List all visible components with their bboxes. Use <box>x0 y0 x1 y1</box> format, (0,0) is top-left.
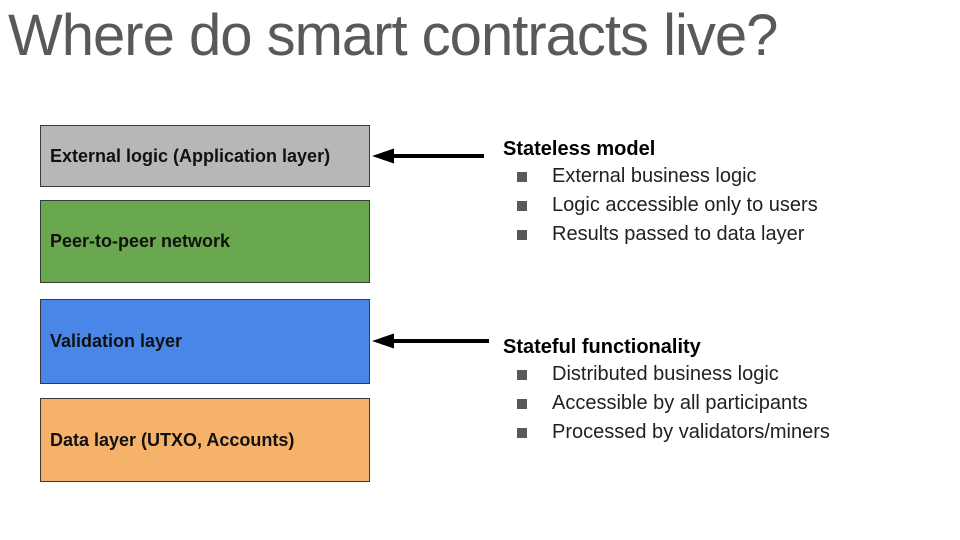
list-item: Results passed to data layer <box>503 220 923 249</box>
layer-box-external-logic: External logic (Application layer) <box>40 125 370 187</box>
arrow-stateful-to-validation-layer-icon <box>372 333 489 349</box>
layer-label-peer-to-peer-network: Peer-to-peer network <box>50 231 231 251</box>
bullet-text: External business logic <box>552 165 757 187</box>
slide-title: Where do smart contracts live? <box>8 3 778 68</box>
layer-label-validation-layer: Validation layer <box>50 331 183 351</box>
list-item: Processed by validators/miners <box>503 418 923 447</box>
list-item: Logic accessible only to users <box>503 191 923 220</box>
annotation-heading-stateless: Stateless model <box>503 138 656 160</box>
annotation-stateless-model: Stateless model External business logic … <box>503 138 923 249</box>
annotation-list-stateless: External business logic Logic accessible… <box>503 162 923 249</box>
layer-label-external-logic: External logic (Application layer) <box>50 145 331 166</box>
layer-box-peer-to-peer-network: Peer-to-peer network <box>40 200 370 283</box>
layer-label-data-layer: Data layer (UTXO, Accounts) <box>50 429 295 450</box>
list-item: Accessible by all participants <box>503 389 923 418</box>
list-item: External business logic <box>503 162 923 191</box>
bullet-text: Logic accessible only to users <box>552 194 818 216</box>
annotation-list-stateful: Distributed business logic Accessible by… <box>503 360 923 447</box>
layer-box-validation-layer: Validation layer <box>40 299 370 384</box>
bullet-square-icon <box>517 171 527 182</box>
bullet-square-icon <box>517 200 527 211</box>
list-item: Distributed business logic <box>503 360 923 389</box>
bullet-square-icon <box>517 398 527 409</box>
arrow-stateless-to-external-logic-icon <box>372 148 484 164</box>
annotation-stateful-functionality: Stateful functionality Distributed busin… <box>503 336 923 447</box>
bullet-square-icon <box>517 229 527 240</box>
bullet-text: Processed by validators/miners <box>552 421 830 443</box>
bullet-square-icon <box>517 427 527 438</box>
bullet-text: Distributed business logic <box>552 363 779 385</box>
annotation-heading-stateful: Stateful functionality <box>503 336 701 358</box>
bullet-square-icon <box>517 369 527 380</box>
bullet-text: Results passed to data layer <box>552 223 805 245</box>
bullet-text: Accessible by all participants <box>552 392 808 414</box>
layer-box-data-layer: Data layer (UTXO, Accounts) <box>40 398 370 482</box>
